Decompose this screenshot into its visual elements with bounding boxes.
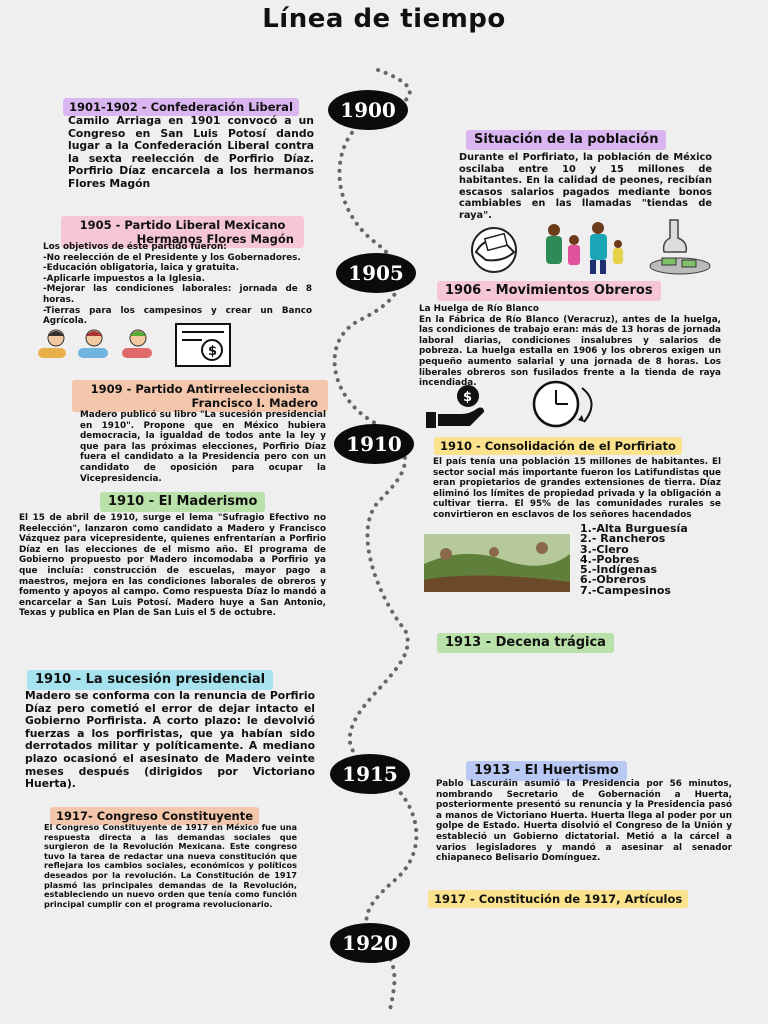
list-item: 2.- Rancheros [580, 532, 666, 546]
event-tag-1913-huertismo: 1913 - El Huertismo [466, 761, 627, 781]
event-tag-1917-articulos: 1917 - Constitución de 1917, Artículos [428, 890, 689, 908]
event-text-1913-huertismo: Pablo Lascuráin asumió la Presidencia po… [436, 779, 732, 864]
event-tag-1905: 1905 - Partido Liberal Mexicano Hermanos… [61, 216, 304, 248]
event-tag-1905-line2: Hermanos Flores Magón [136, 232, 294, 246]
event-text-1917-congreso: El Congreso Constituyente de 1917 en Méx… [44, 822, 297, 909]
event-tag-1910-sucesion: 1910 - La sucesión presidencial [27, 670, 274, 690]
event-text-1905: Los objetivos de éste partido fueron: -N… [43, 242, 312, 327]
year-marker-1900: 1900 [328, 90, 408, 130]
plantation-image [424, 534, 570, 592]
list-item: 3.-Clero [580, 542, 629, 556]
event-text-1910-consolidacion: El país tenía una población 15 millones … [433, 457, 721, 520]
event-tag-1909: 1909 - Partido Antirreeleccionista Franc… [72, 380, 328, 412]
event-text-1909: Madero publicó su libro "La sucesión pre… [80, 410, 326, 484]
list-item: 5.-Indígenas [580, 563, 658, 577]
year-marker-1910: 1910 [334, 424, 414, 464]
svg-text:$: $ [463, 390, 472, 405]
list-item: 6.-Obreros [580, 573, 647, 587]
page-title: Línea de tiempo [262, 4, 506, 34]
section-text-situacion: Durante el Porfiriato, la población de M… [459, 152, 712, 221]
event-tag-1905-line1: 1905 - Partido Liberal Mexicano [79, 218, 286, 232]
money-drop-icon [640, 218, 720, 276]
year-marker-1920: 1920 [330, 923, 410, 963]
list-item: 4.-Pobres [580, 552, 640, 566]
document-money-icon: $ [172, 322, 244, 370]
family-icon [540, 220, 628, 276]
section-tag-situacion: Situación de la población [466, 130, 667, 150]
clock-icon [514, 378, 606, 430]
event-text-1901: Camilo Arriaga en 1901 convocó a un Cong… [68, 114, 314, 190]
event-tag-1909-line1: 1909 - Partido Antirreeleccionista [90, 382, 310, 396]
social-classes-list: 1.-Alta Burguesía 2.- Rancheros 3.-Clero… [580, 522, 688, 597]
event-text-1910-sucesion: Madero se conforma con la renuncia de Po… [25, 689, 315, 791]
children-icon [34, 326, 160, 364]
event-text-1906: La Huelga de Río Blanco En la Fábrica de… [419, 304, 721, 389]
event-tag-1901: 1901-1902 - Confederación Liberal [63, 98, 299, 116]
list-item: 1.-Alta Burguesía [580, 522, 688, 535]
year-marker-1905: 1905 [336, 253, 416, 293]
event-text-1910-maderismo: El 15 de abril de 1910, surge el lema "S… [19, 513, 326, 619]
event-tag-1913-decena: 1913 - Decena trágica [437, 633, 614, 653]
hand-money-icon [456, 222, 536, 274]
event-tag-1910-consolidacion: 1910 - Consolidación de el Porfiriato [434, 437, 682, 455]
list-item: 7.-Campesinos [580, 583, 671, 597]
event-tag-1909-line2: Francisco I. Madero [191, 396, 318, 410]
event-tag-1917-congreso: 1917- Congreso Constituyente [50, 807, 260, 825]
event-tag-1906: 1906 - Movimientos Obreros [437, 281, 661, 301]
event-tag-1910-maderismo: 1910 - El Maderismo [100, 492, 266, 512]
year-marker-1915: 1915 [330, 754, 410, 794]
svg-text:$: $ [208, 344, 217, 359]
money-hand-icon: $ [424, 384, 510, 430]
